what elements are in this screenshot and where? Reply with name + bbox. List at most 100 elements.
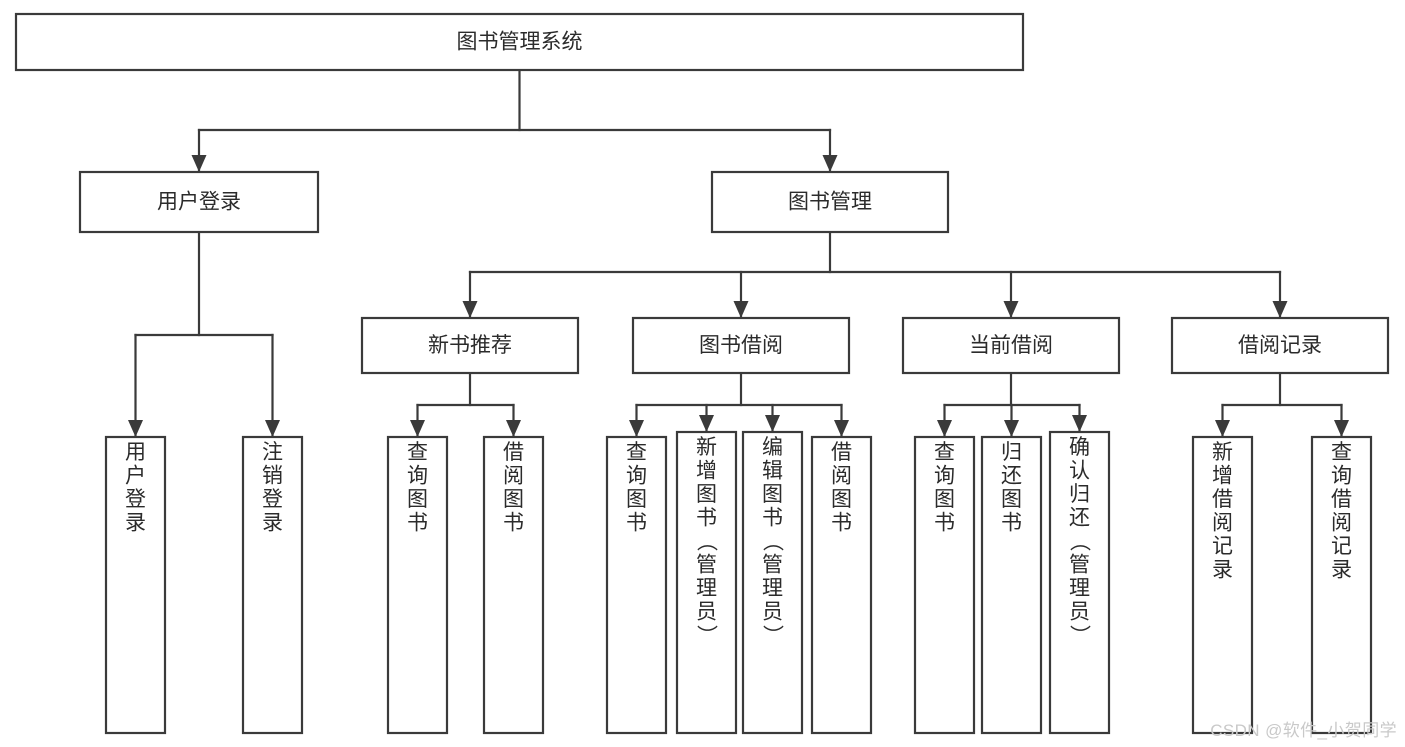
node-label-confirm-return-admin-char-3: 还 — [1069, 507, 1090, 530]
node-label-add-book-admin-char-5: 管 — [696, 554, 717, 577]
node-label-user-login-do-char-1: 户 — [125, 465, 146, 488]
node-label-query-book-3-char-2: 图 — [934, 488, 955, 511]
node-label-book-borrow: 图书借阅 — [699, 334, 783, 357]
node-label-confirm-return-admin-char-4: （ — [1068, 531, 1091, 552]
node-label-query-borrow-record-char-1: 询 — [1331, 465, 1352, 488]
node-label-query-borrow-record-char-5: 录 — [1331, 559, 1352, 582]
node-label-add-book-admin-char-1: 增 — [696, 460, 717, 483]
node-label-return-book-char-2: 图 — [1001, 488, 1022, 511]
node-label-edit-book-admin-char-5: 管 — [762, 554, 783, 577]
arrow-head-icon-lvl3-3-1 — [1334, 420, 1349, 437]
node-label-query-book-3-char-0: 查 — [934, 441, 955, 464]
node-box-current-borrow — [901, 316, 1121, 375]
node-root[interactable]: 图书管理系统 — [14, 12, 1025, 72]
node-book-borrow[interactable]: 图书借阅 — [631, 316, 851, 375]
node-box-query-book-2 — [605, 435, 668, 735]
node-user-login[interactable]: 用户登录 — [78, 170, 320, 234]
node-label-return-book-char-1: 还 — [1001, 465, 1022, 488]
node-box-new-book-recommend — [360, 316, 580, 375]
node-label-edit-book-admin-char-8: ） — [761, 625, 784, 646]
node-label-query-book-1-char-3: 书 — [407, 512, 428, 535]
node-label-confirm-return-admin-char-2: 归 — [1069, 483, 1090, 506]
node-box-query-borrow-record — [1310, 435, 1373, 735]
node-box-user-login-do — [104, 435, 167, 735]
node-label-query-borrow-record-char-0: 查 — [1331, 441, 1352, 464]
arrow-head-icon-lvl3-3-0 — [1215, 420, 1230, 437]
arrow-head-icon-lvl3-2-1 — [1004, 420, 1019, 437]
node-label-return-book-char-0: 归 — [1001, 441, 1022, 464]
node-box-query-book-3 — [913, 435, 976, 735]
node-label-query-book-3-char-1: 询 — [934, 465, 955, 488]
node-label-borrow-book-2-char-2: 图 — [831, 488, 852, 511]
arrow-head-icon-lvl3-2-0 — [937, 420, 952, 437]
node-label-edit-book-admin-char-2: 图 — [762, 483, 783, 506]
node-label-confirm-return-admin-char-8: ） — [1068, 625, 1091, 646]
node-label-add-borrow-record-char-5: 录 — [1212, 559, 1233, 582]
node-box-borrow-book-1 — [482, 435, 545, 735]
node-label-add-book-admin-char-3: 书 — [696, 507, 717, 530]
node-label-query-borrow-record-char-4: 记 — [1331, 535, 1352, 558]
node-borrow-record[interactable]: 借阅记录 — [1170, 316, 1390, 375]
node-box-book-borrow — [631, 316, 851, 375]
node-book-management[interactable]: 图书管理 — [710, 170, 950, 234]
node-label-add-borrow-record-char-2: 借 — [1212, 488, 1233, 511]
node-box-borrow-record — [1170, 316, 1390, 375]
node-label-current-borrow: 当前借阅 — [969, 334, 1053, 357]
node-box-edit-book-admin — [741, 430, 804, 735]
node-label-root: 图书管理系统 — [457, 31, 583, 54]
connector-layer — [128, 68, 1349, 438]
node-label-add-book-admin-char-4: （ — [695, 531, 718, 552]
node-label-borrow-book-2-char-0: 借 — [831, 441, 852, 464]
node-label-user-login-do-char-3: 录 — [125, 512, 146, 535]
arrow-head-icon-root-1 — [822, 155, 838, 172]
node-box-root — [14, 12, 1025, 72]
node-label-confirm-return-admin-char-0: 确 — [1069, 436, 1090, 459]
node-new-book-recommend[interactable]: 新书推荐 — [360, 316, 580, 375]
node-current-borrow[interactable]: 当前借阅 — [901, 316, 1121, 375]
node-label-query-book-1-char-0: 查 — [407, 441, 428, 464]
node-label-return-book-char-3: 书 — [1001, 512, 1022, 535]
node-label-user-logout-char-2: 登 — [262, 488, 283, 511]
node-label-confirm-return-admin-char-5: 管 — [1069, 554, 1090, 577]
node-label-add-book-admin-char-2: 图 — [696, 483, 717, 506]
arrow-head-icon-lvl3-1-0 — [629, 420, 644, 437]
arrow-head-icon-book-management-3 — [1272, 301, 1288, 318]
node-label-add-book-admin-char-0: 新 — [696, 436, 717, 459]
node-label-borrow-book-1-char-2: 图 — [503, 488, 524, 511]
node-label-edit-book-admin-char-7: 员 — [762, 601, 783, 624]
node-label-edit-book-admin-char-3: 书 — [762, 507, 783, 530]
arrow-head-icon-book-management-2 — [1003, 301, 1019, 318]
node-label-query-book-2-char-1: 询 — [626, 465, 647, 488]
arrow-head-icon-root-0 — [191, 155, 207, 172]
node-label-borrow-book-1-char-3: 书 — [503, 512, 524, 535]
node-layer: 图书管理系统用户登录用户登录注销登录图书管理新书推荐查询图书借阅图书图书借阅查询… — [14, 12, 1390, 735]
arrow-head-icon-lvl3-0-1 — [506, 420, 521, 437]
node-box-user-login — [78, 170, 320, 234]
node-label-add-book-admin-char-8: ） — [695, 625, 718, 646]
node-label-borrow-book-2-char-3: 书 — [831, 512, 852, 535]
node-box-return-book — [980, 435, 1043, 735]
node-box-borrow-book-2 — [810, 435, 873, 735]
node-box-confirm-return-admin — [1048, 430, 1111, 735]
node-label-user-logout-char-3: 录 — [262, 512, 283, 535]
node-label-user-logout-char-0: 注 — [262, 441, 283, 464]
node-label-new-book-recommend: 新书推荐 — [428, 334, 512, 357]
node-label-query-book-2-char-0: 查 — [626, 441, 647, 464]
arrow-head-icon-lvl3-1-2 — [765, 415, 780, 432]
node-box-add-borrow-record — [1191, 435, 1254, 735]
node-user-login-do[interactable]: 用户登录 — [104, 435, 167, 735]
